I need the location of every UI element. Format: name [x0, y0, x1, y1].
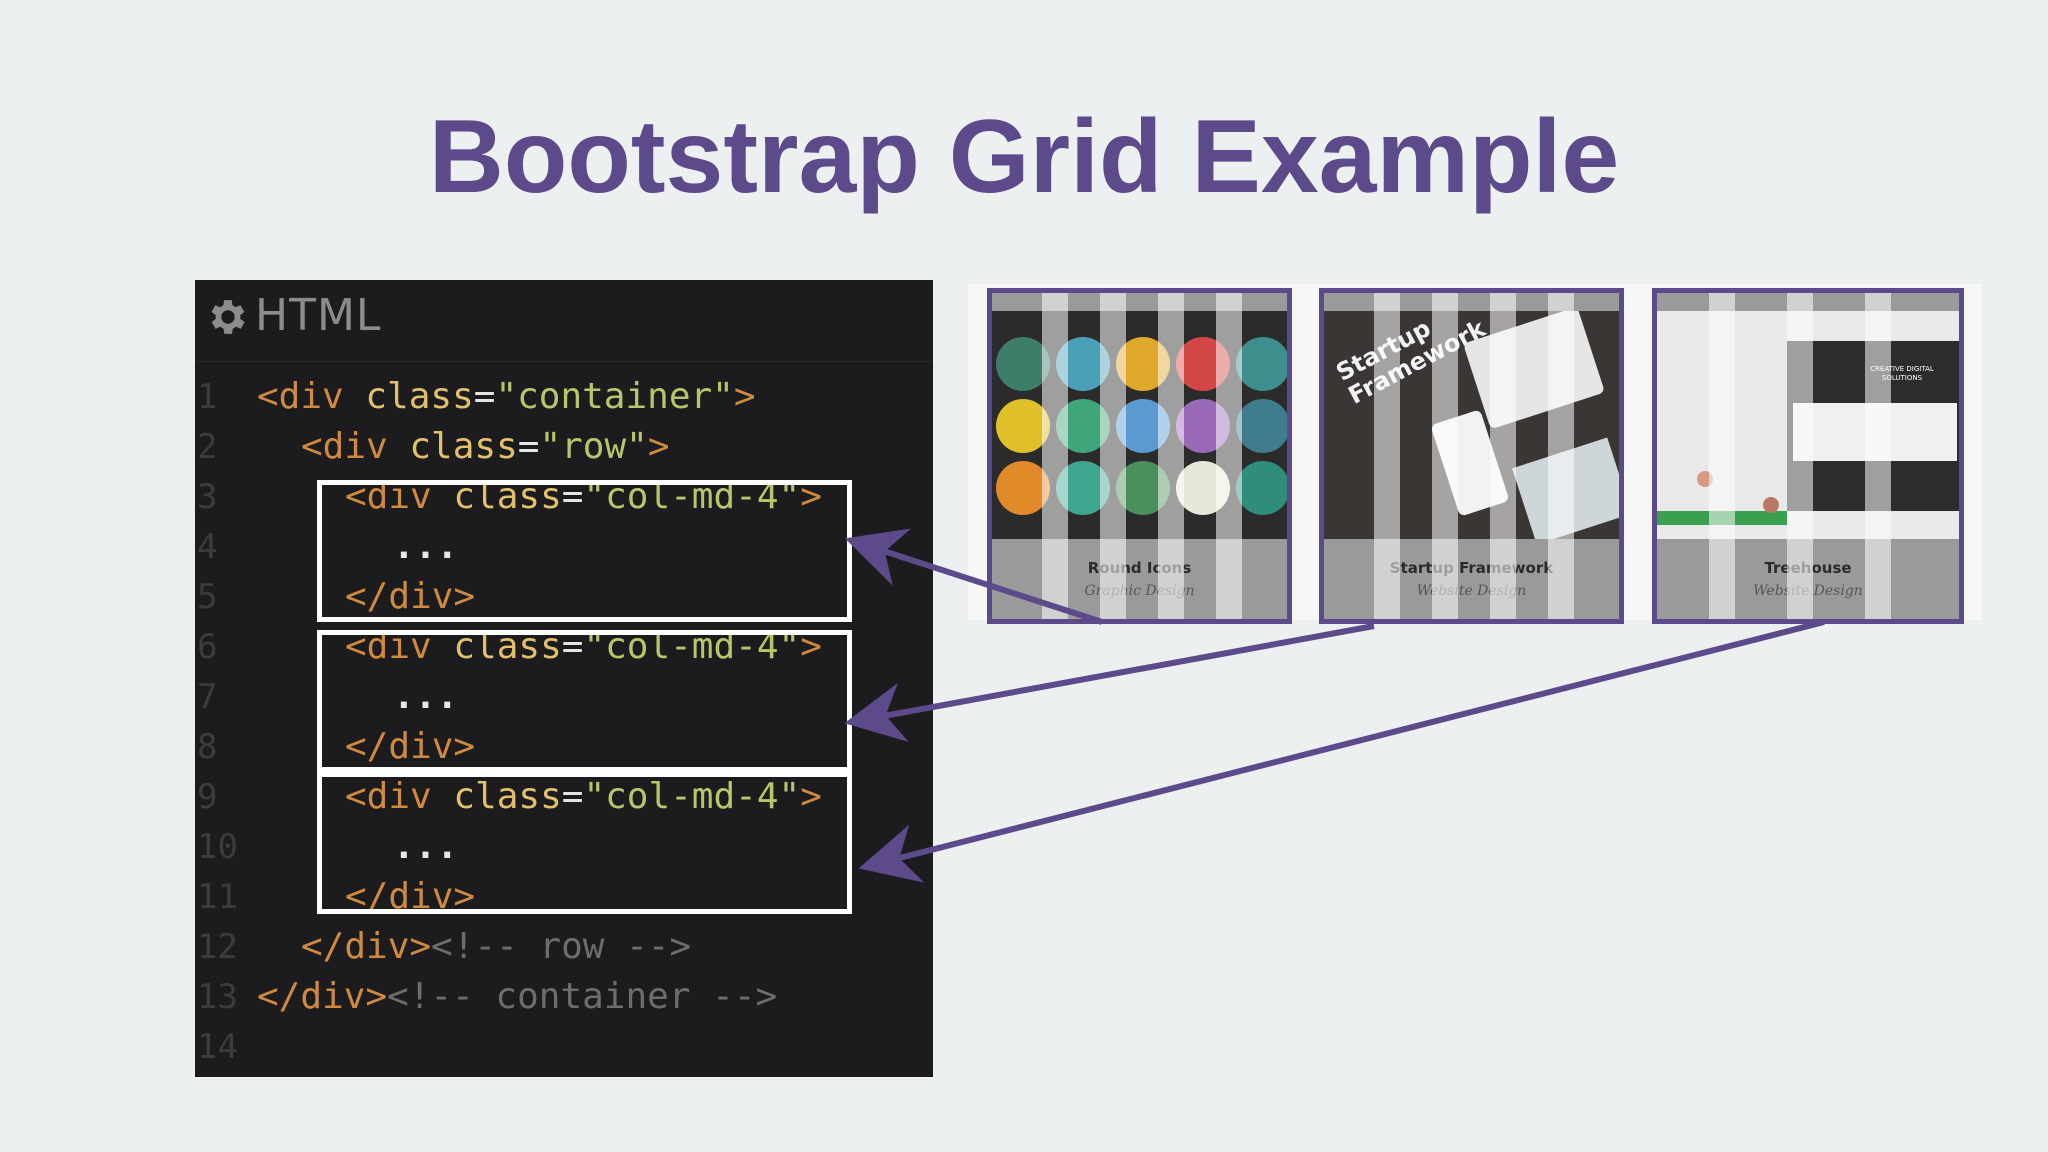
- column-highlight-box-1: [317, 480, 852, 622]
- microscope-icon: [1236, 337, 1287, 391]
- line-number: 14: [197, 1027, 238, 1067]
- image-text-line: CREATIVE DIGITAL: [1870, 365, 1934, 373]
- code-line-1: <div class="container">: [257, 372, 756, 422]
- code-eq: =: [561, 626, 584, 667]
- line-number: 13: [197, 977, 238, 1017]
- code-string: "col-md-4": [583, 776, 801, 817]
- line-number: 12: [197, 927, 238, 967]
- image-text-line: SOLUTIONS: [1881, 374, 1923, 382]
- code-tag: <div: [301, 426, 410, 467]
- code-line-7: ...: [393, 676, 459, 717]
- grid-stripe: [1787, 293, 1813, 619]
- bowling-icon: [1236, 399, 1287, 453]
- grid-stripe: [1709, 293, 1735, 619]
- website-headline: CREATIVE DIGITAL SOLUTIONS: [1847, 365, 1957, 383]
- grid-preview: Round Icons Graphic Design Startup Frame…: [968, 284, 1982, 624]
- target-icon: [996, 461, 1050, 515]
- luggage-icon: [996, 399, 1050, 453]
- grid-stripe: [1548, 293, 1574, 619]
- code-line-9: <div class="col-md-4">: [345, 772, 822, 822]
- line-number: 9: [197, 777, 218, 817]
- slide-title: Bootstrap Grid Example: [428, 99, 1620, 215]
- code-tag: >: [733, 376, 756, 417]
- book-icon: [1236, 461, 1287, 515]
- grid-stripe: [1490, 293, 1516, 619]
- line-number: 11: [197, 877, 238, 917]
- code-eq: =: [473, 376, 496, 417]
- line-number: 10: [197, 827, 238, 867]
- portfolio-card-startup-framework: Startup Framework Startup Framework Webs…: [1319, 288, 1624, 624]
- code-string: "container": [495, 376, 734, 417]
- arrow-card3-to-box3: [858, 619, 1825, 883]
- grid-stripe: [1374, 293, 1400, 619]
- code-tag: </div>: [257, 976, 388, 1017]
- code-tag: >: [800, 626, 822, 667]
- gear-icon: [211, 300, 245, 334]
- grid-column-overlay: [1657, 293, 1959, 619]
- code-line-2: <div class="row">: [301, 422, 670, 472]
- editor-language-label: HTML: [255, 290, 382, 341]
- line-number: 2: [197, 427, 218, 467]
- code-attr: class: [365, 376, 474, 417]
- line-number: 3: [197, 477, 218, 517]
- code-tag: >: [647, 426, 670, 467]
- line-number: 5: [197, 577, 218, 617]
- line-number: 4: [197, 527, 218, 567]
- grid-stripe: [1158, 293, 1184, 619]
- grid-column-overlay: [1324, 293, 1619, 619]
- avatar: [1763, 497, 1779, 513]
- code-line-8: </div>: [345, 726, 476, 767]
- arrow-card2-to-box2: [844, 623, 1375, 742]
- code-attr: class: [453, 776, 562, 817]
- grid-stripe: [1865, 293, 1891, 619]
- code-line-10: ...: [393, 826, 459, 867]
- code-tag: </div>: [301, 926, 432, 967]
- code-line-13: </div><!-- container -->: [257, 972, 777, 1022]
- code-comment: <!-- container -->: [387, 976, 778, 1017]
- code-eq: =: [517, 426, 540, 467]
- line-number: 6: [197, 627, 218, 667]
- grid-stripe: [1432, 293, 1458, 619]
- portfolio-card-round-icons: Round Icons Graphic Design: [987, 288, 1292, 624]
- portfolio-card-treehouse: CREATIVE DIGITAL SOLUTIONS Treehouse Web…: [1652, 288, 1964, 624]
- column-highlight-box-3: [317, 772, 852, 914]
- code-editor: HTML 1 2 3 4 5 6 7 8 9 10 11 12 13 14 <d…: [195, 280, 933, 1077]
- code-string: "row": [539, 426, 648, 467]
- line-number: 8: [197, 727, 218, 767]
- code-tag: <div: [257, 376, 366, 417]
- grid-stripe: [1216, 293, 1242, 619]
- code-line-12: </div><!-- row -->: [301, 922, 691, 972]
- bomb-icon: [996, 337, 1050, 391]
- code-line-4: ...: [393, 526, 459, 567]
- code-attr: class: [409, 426, 518, 467]
- code-eq: =: [561, 776, 584, 817]
- column-highlight-box-2: [317, 630, 852, 772]
- grid-stripe: [1042, 293, 1068, 619]
- line-number: 7: [197, 677, 218, 717]
- code-tag: >: [800, 776, 822, 817]
- line-number: 1: [197, 377, 218, 417]
- code-tag: >: [800, 476, 822, 517]
- grid-stripe: [1100, 293, 1126, 619]
- code-eq: =: [561, 476, 584, 517]
- code-line-5: </div>: [345, 576, 476, 617]
- editor-header: HTML: [195, 280, 933, 362]
- grid-column-overlay: [992, 293, 1287, 619]
- code-tag: <div: [345, 776, 454, 817]
- code-comment: <!-- row -->: [431, 926, 692, 967]
